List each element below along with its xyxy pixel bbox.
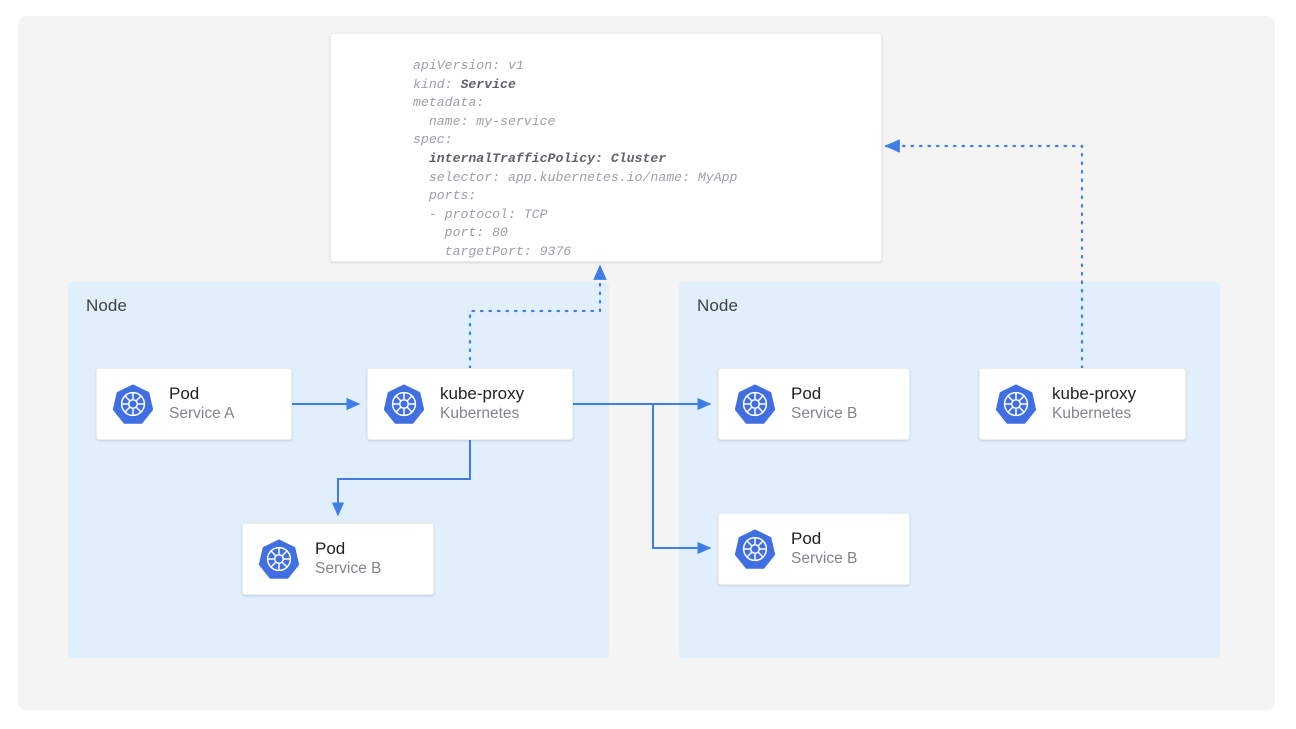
card-subtitle: Kubernetes — [1052, 404, 1132, 422]
card-title: Pod — [169, 384, 200, 404]
yaml-line: spec: — [413, 132, 453, 148]
yaml-line: selector: app.kubernetes.io/name: MyApp — [413, 169, 738, 185]
card-subtitle: Kubernetes — [440, 404, 520, 422]
card-pod-service-b-local[interactable]: Pod Service B — [242, 523, 434, 595]
yaml-internal-traffic-policy: internalTrafficPolicy: Cluster — [413, 150, 667, 166]
card-pod-service-b-remote-2[interactable]: Pod Service B — [718, 513, 910, 585]
kubernetes-icon — [257, 537, 301, 581]
card-title: Pod — [791, 529, 822, 549]
service-manifest-panel: apiVersion: v1 kind: Service metadata: n… — [330, 33, 882, 262]
node-label: Node — [697, 296, 739, 315]
card-kube-proxy-right[interactable]: kube-proxy Kubernetes — [979, 368, 1186, 440]
kubernetes-icon — [111, 382, 155, 426]
card-subtitle: Service B — [791, 549, 858, 567]
yaml-line: ports: — [413, 188, 477, 204]
card-title: kube-proxy — [440, 384, 525, 404]
card-title: kube-proxy — [1052, 384, 1137, 404]
node-group-left: Node — [68, 282, 609, 658]
yaml-line: metadata: — [413, 95, 485, 111]
card-pod-service-b-remote-1[interactable]: Pod Service B — [718, 368, 910, 440]
yaml-line: name: my-service — [413, 113, 556, 129]
kubernetes-icon — [733, 382, 777, 426]
card-title: Pod — [791, 384, 822, 404]
yaml-kind-value: Service — [460, 76, 516, 92]
node-label: Node — [86, 296, 128, 315]
yaml-line: targetPort: 9376 — [413, 243, 572, 259]
card-pod-service-a[interactable]: Pod Service A — [96, 368, 292, 440]
service-manifest-code: apiVersion: v1 kind: Service metadata: n… — [413, 58, 738, 259]
card-kube-proxy-left[interactable]: kube-proxy Kubernetes — [367, 368, 573, 440]
yaml-line: apiVersion: v1 — [413, 58, 524, 73]
card-subtitle: Service A — [169, 404, 235, 422]
kubernetes-icon — [994, 382, 1038, 426]
node-group-right: Node — [679, 282, 1220, 658]
card-subtitle: Service B — [315, 559, 382, 577]
kubernetes-icon — [382, 382, 426, 426]
card-subtitle: Service B — [791, 404, 858, 422]
yaml-line: port: 80 — [413, 225, 508, 241]
yaml-line: - protocol: TCP — [413, 206, 548, 222]
kubernetes-icon — [733, 527, 777, 571]
card-title: Pod — [315, 539, 346, 559]
